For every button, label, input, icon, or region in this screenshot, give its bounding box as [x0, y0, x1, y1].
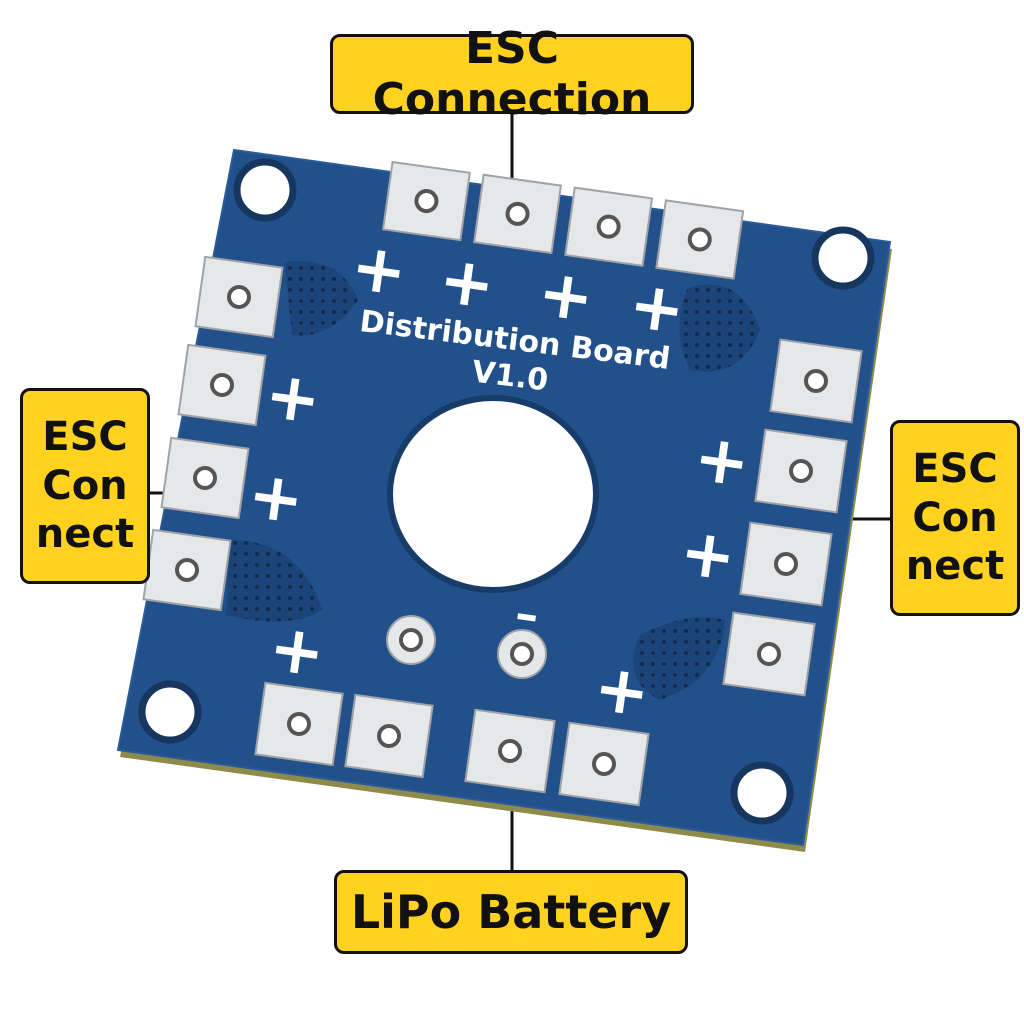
mounting-hole-top-left: [233, 158, 297, 222]
lipo-battery-callout-text: LiPo Battery: [350, 885, 672, 939]
pad-right-3: [739, 521, 833, 607]
callout-connector-lines: [150, 114, 890, 870]
pad-top-3: [564, 186, 654, 267]
pad-left-2: [177, 343, 267, 427]
plus-mark-top-4: +: [624, 266, 689, 350]
pad-top-4: [655, 199, 745, 280]
plus-mark-right-1: +: [689, 419, 754, 503]
pad-left-4: [142, 528, 232, 612]
plus-mark-left-1: +: [260, 356, 325, 440]
mounting-hole-bottom-left: [138, 680, 202, 744]
battery-terminal-positive: [386, 615, 436, 665]
via-field-bottom-left: [226, 540, 322, 622]
via-fields: [226, 261, 760, 700]
esc-connect-right-callout-text: ESC Connect: [905, 445, 1005, 590]
plus-mark-top-1: +: [346, 228, 411, 312]
battery-terminals: [386, 615, 547, 679]
pad-top-2: [473, 173, 563, 255]
via-field-top-left: [285, 261, 358, 336]
battery-terminal-negative: [497, 629, 547, 679]
pad-bottom-3: [464, 708, 556, 794]
center-hole: [387, 395, 599, 593]
pad-right-1: [769, 338, 863, 424]
plus-mark-bottom-right: +: [589, 649, 654, 733]
plus-mark-left-2: +: [243, 456, 308, 540]
solder-pads: [142, 160, 863, 807]
pad-bottom-1: [254, 681, 344, 767]
via-field-bottom-right: [633, 617, 725, 700]
pad-bottom-4: [558, 721, 650, 807]
pad-top-1: [381, 160, 471, 242]
mounting-hole-top-right: [811, 226, 875, 290]
esc-connect-left-callout-text: ESC Connect: [35, 413, 135, 558]
esc-connection-callout: ESC Connection: [330, 23, 694, 125]
plus-mark-top-2: +: [434, 241, 499, 325]
pad-left-3: [160, 436, 250, 520]
plus-mark-top-3: +: [533, 254, 598, 338]
via-field-top-right: [679, 284, 760, 372]
esc-connection-callout-text: ESC Connection: [372, 23, 652, 125]
polarity-marks: + + + + + + + + + + –: [243, 228, 754, 733]
pad-left-1: [194, 255, 284, 339]
plus-mark-right-2: +: [675, 513, 740, 597]
mounting-holes: [138, 158, 875, 825]
esc-connect-left-callout: ESC Connect: [20, 388, 150, 584]
pad-right-2: [754, 428, 848, 514]
esc-connect-right-callout: ESC Connect: [890, 420, 1020, 616]
pad-right-4: [722, 611, 816, 697]
pad-bottom-2: [344, 693, 434, 779]
mounting-hole-bottom-right: [730, 761, 794, 825]
plus-mark-bottom-left: +: [264, 609, 329, 693]
lipo-battery-callout: LiPo Battery: [334, 870, 688, 954]
